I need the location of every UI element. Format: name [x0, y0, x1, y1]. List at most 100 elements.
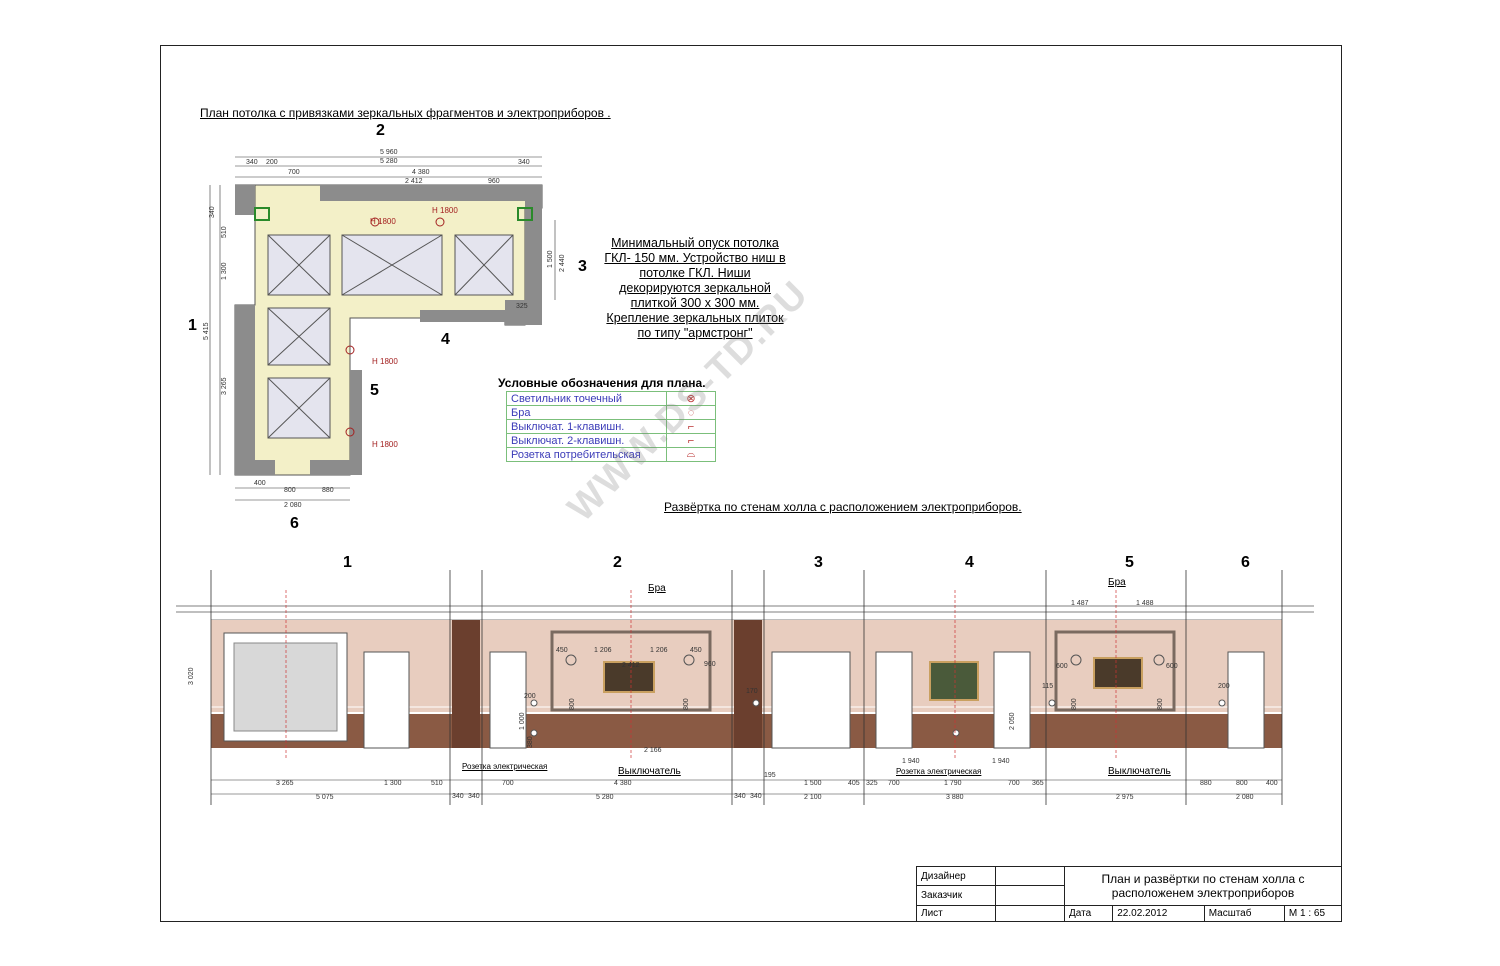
drawing-frame: [160, 45, 1342, 922]
dimension-text: 5 415: [203, 322, 210, 340]
door: [875, 651, 913, 749]
dimension-text: 3 265: [221, 377, 228, 395]
legend-row: Розетка потребительская⌓: [506, 447, 716, 462]
dimension-text: 325: [516, 303, 528, 310]
sconce-icon: [683, 654, 695, 666]
dimension-text: 1 500: [804, 780, 822, 787]
dimension-text: 800: [1236, 780, 1248, 787]
dimension-text: 600: [1166, 663, 1178, 670]
dimension-text: 340: [468, 793, 480, 800]
painting: [1093, 657, 1143, 689]
switch-icon: [752, 699, 760, 707]
height-label: H 1800: [432, 206, 458, 215]
sconce-icon: [435, 217, 445, 227]
height-label: H 1800: [372, 357, 398, 366]
legend-label: Выключат. 2-клавишн.: [506, 433, 667, 448]
wall-segment: [420, 310, 505, 322]
plan-wall-label-2: 2: [376, 122, 385, 139]
dimension-text: 960: [704, 661, 716, 668]
legend-row: Выключат. 1-клавишн.⌐: [506, 419, 716, 434]
switch-label: Выключатель: [1108, 766, 1171, 777]
wall-segment: [255, 460, 275, 475]
dimension-text: 115: [1042, 683, 1053, 690]
dimension-text: 3 880: [946, 794, 964, 801]
socket-icon: [530, 729, 538, 737]
dimension-text: 700: [1008, 780, 1020, 787]
dimension-text: 340: [518, 159, 530, 166]
designer-value: [995, 865, 1065, 887]
legend-label: Выключат. 1-клавишн.: [506, 419, 667, 434]
scale-value: М 1 : 65: [1283, 904, 1343, 923]
plan-wall-label-1: 1: [188, 317, 197, 334]
dimension-text: 800: [284, 487, 296, 494]
dimension-text: 200: [266, 159, 278, 166]
ceiling-plan: H 1800 H 1800 H 1800 H 1800 5 960 5 280 …: [203, 149, 566, 509]
door: [363, 651, 410, 749]
pilaster: [452, 620, 480, 748]
elevation-wall-number-5: 5: [1125, 554, 1134, 571]
wall-elevation: 3 265 1 300 510 340 340 700 2 166 4 380 …: [176, 570, 1314, 805]
dimension-text: 340: [246, 159, 258, 166]
moulding-frame: [1054, 630, 1176, 712]
wall-segment: [310, 460, 362, 475]
dimension-text: 800: [683, 698, 690, 710]
switch-icon: [1218, 699, 1226, 707]
height-label: H 1800: [370, 217, 396, 226]
dimension-text: 510: [221, 226, 228, 238]
wall-segment: [235, 185, 255, 215]
elevation-wall-number-6: 6: [1241, 554, 1250, 571]
dimension-text: 1 790: [944, 780, 962, 787]
sheet-value: [995, 904, 1065, 923]
dimension-text: 340: [750, 793, 762, 800]
legend-row: Светильник точечный⊗: [506, 391, 716, 406]
socket-label: Розетка электрическая: [896, 767, 982, 776]
date-value: 22.02.2012: [1112, 904, 1205, 923]
sconce-label: Бра: [648, 583, 666, 594]
sconce-icon: [565, 654, 577, 666]
elevation-title: Развёртка по стенам холла с расположение…: [664, 500, 1022, 514]
mirror-glass: [233, 642, 338, 732]
dimension-text: 2 166: [644, 747, 662, 754]
elevation-wall-number-3: 3: [814, 554, 823, 571]
dimension-text: 700: [888, 780, 900, 787]
painting: [603, 661, 655, 693]
sheet-title: План и развёртки по стенам холла с распо…: [1064, 866, 1342, 906]
socket-icon: [952, 729, 960, 737]
elevation-wall-number-4: 4: [965, 554, 974, 571]
mirror-niche: [267, 234, 331, 296]
dimension-text: 5 280: [596, 794, 614, 801]
title-block: Дизайнер План и развёртки по стенам холл…: [916, 865, 1343, 923]
plan-wall-label-4: 4: [441, 331, 450, 348]
dimension-text: 700: [288, 169, 300, 176]
dimension-text: 380: [527, 736, 534, 748]
dimension-text: 600: [1056, 663, 1068, 670]
painting: [929, 661, 979, 701]
dimension-text: 170: [746, 688, 758, 695]
switch-label: Выключатель: [618, 766, 681, 777]
plan-wall-label-3: 3: [578, 258, 587, 275]
scale-label: Масштаб: [1203, 904, 1285, 923]
dimension-text: 4 380: [614, 780, 632, 787]
socket-label: Розетка электрическая: [462, 762, 548, 771]
dimension-text: 4 380: [412, 169, 430, 176]
switch-icon: [530, 699, 538, 707]
dimension-text: 800: [569, 698, 576, 710]
elevation-wall-number-1: 1: [343, 554, 352, 571]
dimension-text: 1 940: [992, 758, 1010, 765]
customer-value: [995, 885, 1065, 906]
dimension-text: 2 412: [405, 178, 423, 185]
dimension-text: 1 940: [902, 758, 920, 765]
dimension-text: 960: [488, 178, 500, 185]
dimension-text: 700: [502, 780, 514, 787]
dimension-text: 2 100: [804, 794, 822, 801]
mirror-niche: [267, 307, 331, 366]
dimension-text: 2 080: [284, 502, 302, 509]
dimension-text: 2 080: [1236, 794, 1254, 801]
plan-wall-label-6: 6: [290, 515, 299, 532]
switch-icon: [1048, 699, 1056, 707]
wall-segment: [320, 185, 542, 201]
sconce-label: Бра: [1108, 577, 1126, 588]
dimension-text: 450: [690, 647, 702, 654]
dimension-text: 2 975: [1116, 794, 1134, 801]
dimension-text: 400: [254, 480, 266, 487]
